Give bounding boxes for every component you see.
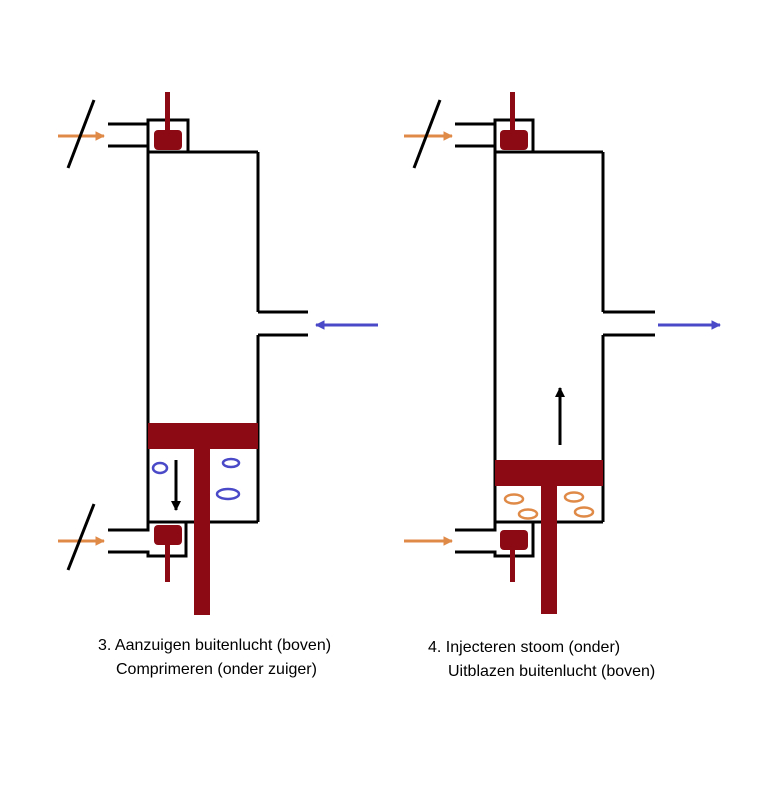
bottom-valve-housing [455, 522, 535, 558]
top-valve-housing [108, 118, 190, 152]
panel-stage-4 [404, 92, 721, 614]
caption-line-2: Comprimeren (onder zuiger) [116, 661, 317, 678]
caption-line-2: Uitblazen buitenlucht (boven) [448, 663, 656, 680]
piston [495, 460, 603, 614]
bottom-valve [154, 525, 182, 582]
top-valve [154, 92, 182, 150]
caption-line-1: 4. Injecteren stoom (onder) [428, 639, 621, 656]
panel-stage-3 [58, 92, 378, 615]
side-port [603, 310, 655, 337]
bottom-valve-housing [108, 522, 188, 558]
caption-line-1: 3. Aanzuigen buitenlucht (boven) [98, 637, 332, 654]
side-port [258, 310, 308, 337]
cylinder-body [493, 122, 605, 525]
top-valve [500, 92, 528, 150]
steam-bubbles [503, 491, 595, 520]
check-flap-bottom [66, 503, 96, 571]
check-flap-top [412, 99, 442, 169]
top-valve-housing [455, 118, 535, 152]
piston [148, 423, 258, 615]
caption-stage-4: 4. Injecteren stoom (onder) Uitblazen bu… [428, 636, 728, 684]
bottom-valve [500, 530, 528, 582]
caption-stage-3: 3. Aanzuigen buitenlucht (boven) Comprim… [98, 634, 388, 682]
check-flap-top [66, 99, 96, 169]
air-bubbles [151, 457, 241, 501]
